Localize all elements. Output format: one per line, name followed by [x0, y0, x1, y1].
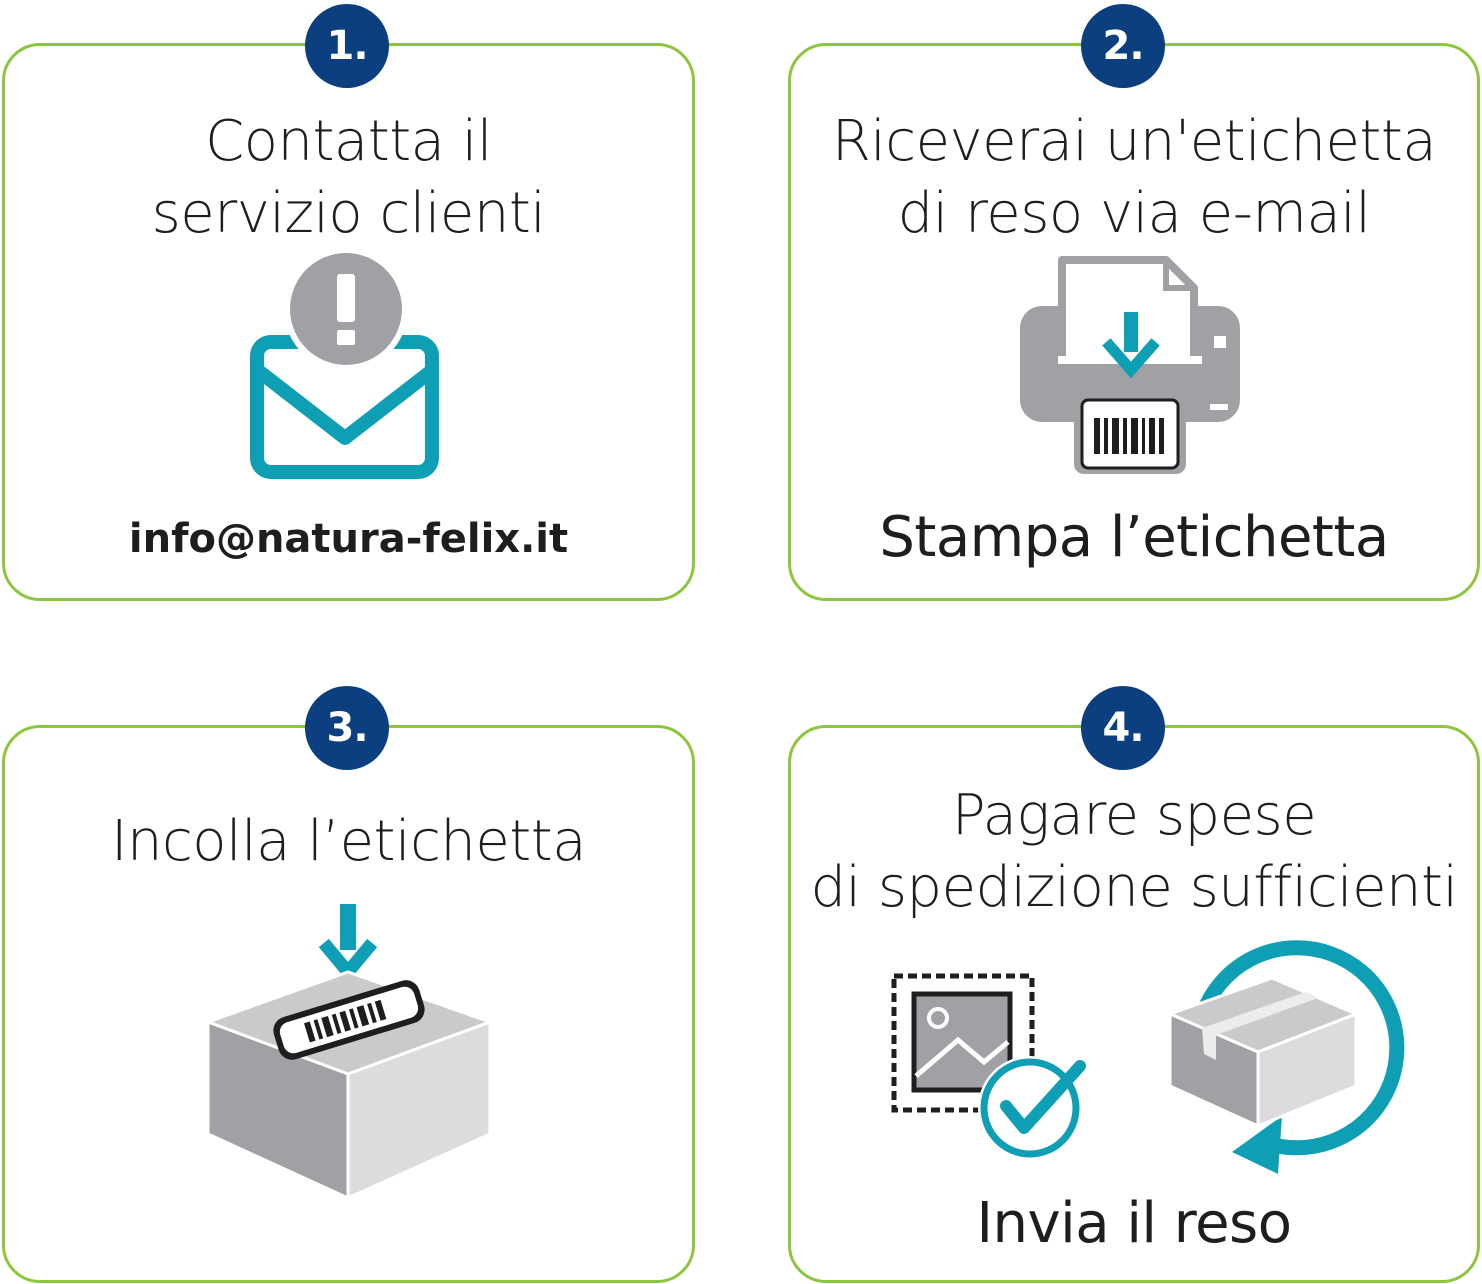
step-4-title: Pagare spese di spedizione sufficienti — [791, 780, 1477, 924]
step-1-number-badge: 1. — [305, 4, 389, 88]
step-2-caption: Stampa l’etichetta — [879, 505, 1389, 570]
stamp-check-icon — [891, 973, 1086, 1160]
step-3-title: Incolla l’etichetta — [5, 806, 692, 878]
support-email-link[interactable]: info@natura-felix.it — [128, 516, 569, 562]
labeled-box-icon — [203, 904, 495, 1201]
step-4-title-line-2: di spedizione sufficienti — [810, 855, 1458, 920]
step-3-number-badge: 3. — [305, 686, 389, 770]
step-4-number-badge: 4. — [1081, 686, 1165, 770]
step-1-title-line-1: Contatta il — [205, 109, 492, 174]
step-1-title-line-2: servizio clienti — [151, 181, 546, 246]
email-alert-icon — [250, 247, 439, 479]
printer-icon — [1020, 256, 1240, 474]
step-2-number-badge: 2. — [1081, 4, 1165, 88]
step-4-title-line-1: Pagare spese — [951, 783, 1317, 848]
step-2-title: Riceverai un'etichetta di reso via e-mai… — [791, 106, 1477, 250]
step-card-4: Pagare spese di spedizione sufficienti I… — [788, 725, 1480, 1283]
step-2-title-line-2: di reso via e-mail — [897, 181, 1371, 246]
step-1-title: Contatta il servizio clienti — [5, 106, 692, 250]
step-card-1: Contatta il servizio clienti info@natura… — [2, 43, 695, 601]
return-package-icon — [1165, 940, 1405, 1174]
step-3-title-line-1: Incolla l’etichetta — [110, 809, 587, 874]
step-4-caption: Invia il reso — [976, 1191, 1292, 1256]
step-2-title-line-1: Riceverai un'etichetta — [831, 109, 1437, 174]
